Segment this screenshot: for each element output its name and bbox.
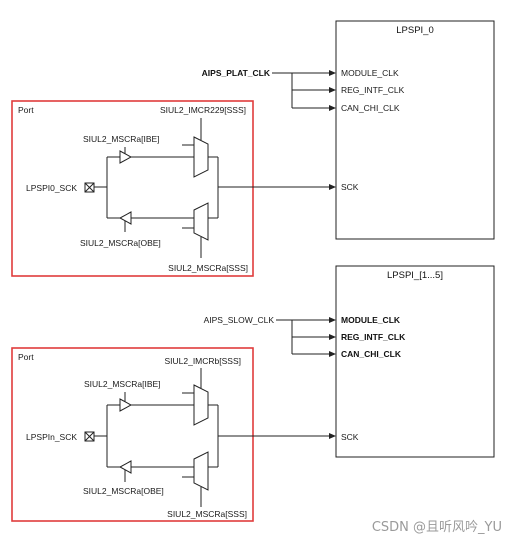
port1-input-mux-icon <box>193 384 209 426</box>
port1-pin-label: LPSPIn_SCK <box>26 432 77 442</box>
port1-ibe-label: SIUL2_MSCRa[IBE] <box>84 379 161 389</box>
port0-pin-label: LPSPI0_SCK <box>26 183 77 193</box>
port1-imcr-label: SIUL2_IMCRb[SSS] <box>164 356 241 366</box>
lpspi-n-section: LPSPI_[1...5] AIPS_SLOW_CLK MODULE_CLK R… <box>11 265 495 522</box>
arrow-can-chi-clk <box>329 105 336 111</box>
port-n-reg-intf-clk: REG_INTF_CLK <box>341 332 406 342</box>
port0-obe-label: SIUL2_MSCRa[OBE] <box>80 238 161 248</box>
port1-obe-label: SIUL2_MSCRa[OBE] <box>83 486 164 496</box>
lpspi-n-title: LPSPI_[1...5] <box>387 270 443 281</box>
arrow-sck-1 <box>329 433 336 439</box>
aips-slow-clk-label: AIPS_SLOW_CLK <box>204 315 275 325</box>
port-n-sck: SCK <box>341 432 359 442</box>
lpspi0-title: LPSPI_0 <box>396 25 434 36</box>
port-module-clk: MODULE_CLK <box>341 68 399 78</box>
watermark: CSDN @且听风吟_YU <box>372 519 502 535</box>
port0-sss-label: SIUL2_MSCRa[SSS] <box>168 263 248 273</box>
port-can-chi-clk: CAN_CHI_CLK <box>341 103 400 113</box>
port0-box <box>11 100 254 277</box>
port0-ibe-label: SIUL2_MSCRa[IBE] <box>83 134 160 144</box>
port1-sss-label: SIUL2_MSCRa[SSS] <box>167 509 247 519</box>
port-reg-intf-clk: REG_INTF_CLK <box>341 85 405 95</box>
port0-input-mux-icon <box>193 136 209 178</box>
arrow-module-clk <box>329 70 336 76</box>
port1-title: Port <box>18 352 34 362</box>
port1-output-mux-icon <box>193 451 209 491</box>
arrow-sck-0 <box>329 184 336 190</box>
aips-plat-clk-label: AIPS_PLAT_CLK <box>202 68 271 78</box>
port-n-module-clk: MODULE_CLK <box>341 315 401 325</box>
port-sck: SCK <box>341 182 359 192</box>
arrow-reg-intf-clk <box>329 87 336 93</box>
port0-imcr-label: SIUL2_IMCR229[SSS] <box>160 105 246 115</box>
port1-box <box>11 347 254 522</box>
port0-output-mux-icon <box>193 202 209 241</box>
lpspi0-block <box>335 20 495 240</box>
lpspi-n-block <box>335 265 495 458</box>
port-n-can-chi-clk: CAN_CHI_CLK <box>341 349 402 359</box>
port0-title: Port <box>18 105 34 115</box>
lpspi0-section: LPSPI_0 AIPS_PLAT_CLK MODULE_CLK REG_INT… <box>11 20 495 277</box>
